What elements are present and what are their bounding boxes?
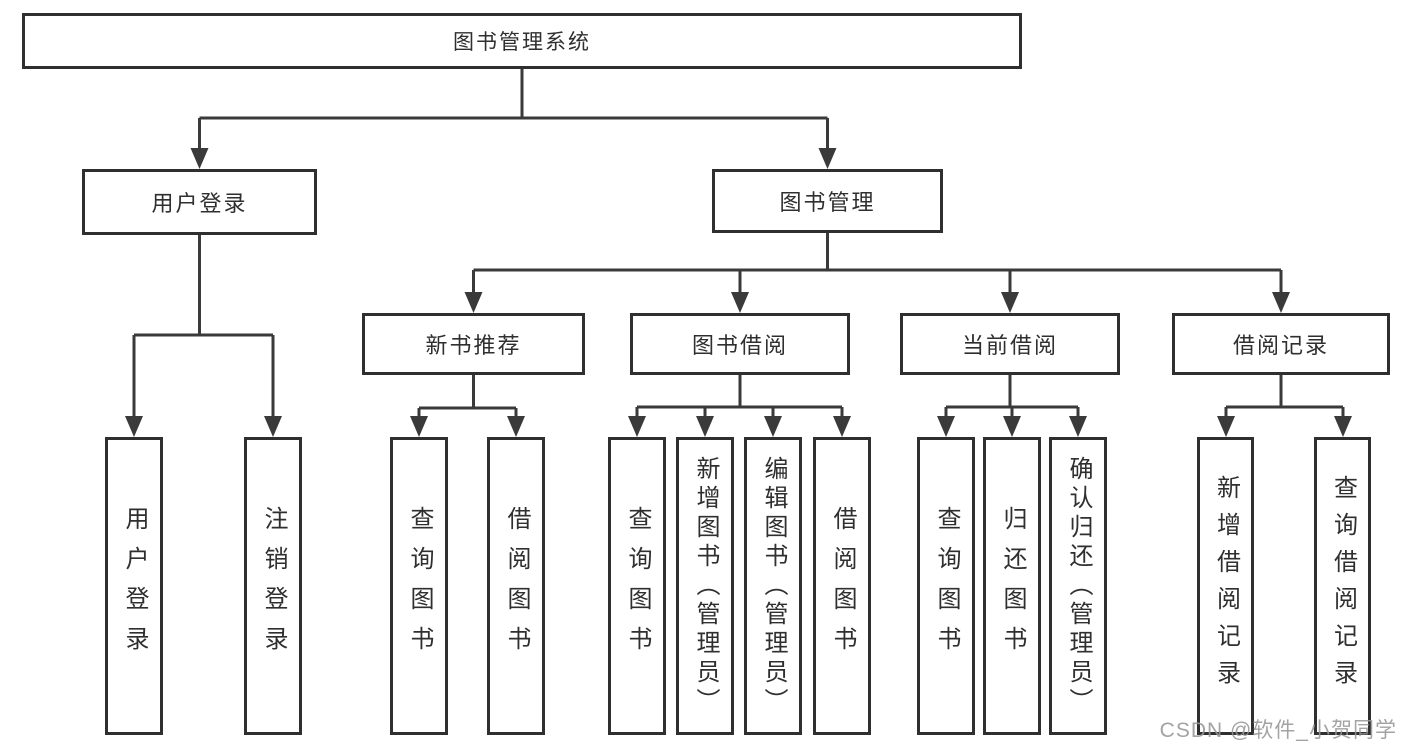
leaf-label: 归还图书 [999, 506, 1026, 666]
leaf-return-books: 归还图书 [983, 437, 1041, 735]
leaf-label: 新增图书（管理员） [692, 455, 719, 717]
leaf-user-login: 用户登录 [105, 437, 163, 735]
leaf-query-borrow-record: 查询借阅记录 [1314, 437, 1371, 735]
leaf-borrow-books: 借阅图书 [813, 437, 871, 735]
leaf-label: 查询图书 [933, 506, 960, 666]
node-label: 图书管理系统 [453, 31, 591, 54]
leaf-label: 借阅图书 [503, 506, 530, 666]
leaf-add-book-admin: 新增图书（管理员） [676, 437, 734, 735]
leaf-label: 编辑图书（管理员） [760, 455, 787, 717]
leaf-query-books-current: 查询图书 [917, 437, 975, 735]
leaf-label: 借阅图书 [829, 506, 856, 666]
leaf-confirm-return-admin: 确认归还（管理员） [1049, 437, 1107, 735]
leaf-logout-login: 注销登录 [244, 437, 302, 735]
node-borrowing-records: 借阅记录 [1172, 313, 1390, 375]
leaf-query-books-recommend: 查询图书 [390, 437, 448, 735]
leaf-label: 用户登录 [121, 506, 148, 666]
leaf-label: 注销登录 [260, 506, 287, 666]
node-label: 图书借阅 [691, 333, 788, 358]
leaf-query-books-borrowing: 查询图书 [608, 437, 666, 735]
leaf-add-borrow-record: 新增借阅记录 [1197, 437, 1254, 735]
node-label: 新书推荐 [425, 333, 522, 358]
node-label: 借阅记录 [1232, 333, 1329, 358]
leaf-label: 查询图书 [624, 506, 651, 666]
node-label: 图书管理 [779, 190, 876, 215]
leaf-label: 新增借阅记录 [1212, 475, 1240, 697]
node-library-management-system: 图书管理系统 [22, 13, 1022, 69]
node-book-management: 图书管理 [712, 169, 943, 233]
node-new-book-recommendation: 新书推荐 [362, 313, 585, 375]
leaf-edit-book-admin: 编辑图书（管理员） [744, 437, 802, 735]
node-book-borrowing: 图书借阅 [630, 313, 850, 375]
csdn-watermark: CSDN @软件_小贺同学 [1159, 719, 1397, 742]
leaf-borrow-books-recommend: 借阅图书 [487, 437, 545, 735]
leaf-label: 查询借阅记录 [1329, 475, 1357, 697]
node-current-borrowing: 当前借阅 [900, 313, 1120, 375]
leaf-label: 确认归还（管理员） [1065, 455, 1092, 717]
leaf-label: 查询图书 [406, 506, 433, 666]
node-label: 用户登录 [151, 191, 248, 216]
node-label: 当前借阅 [961, 333, 1058, 358]
node-user-login: 用户登录 [82, 169, 317, 235]
